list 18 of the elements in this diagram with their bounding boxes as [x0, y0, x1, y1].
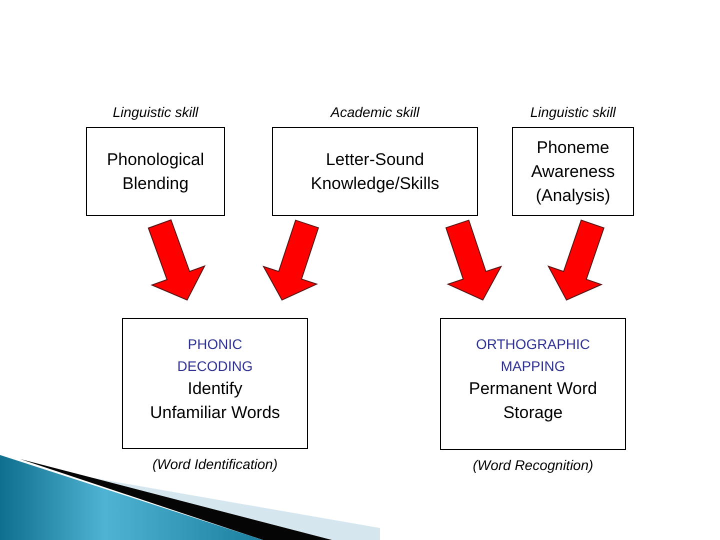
skill-heading: Linguistic skill [112, 103, 198, 121]
node-caption: (Word Identification) [152, 455, 278, 474]
node-tag: ORTHOGRAPHIC MAPPING [470, 333, 596, 377]
skill-heading: Academic skill [330, 103, 420, 121]
process-box [122, 318, 308, 449]
node-text: Identify Unfamiliar Words [148, 378, 282, 424]
skill-heading: Linguistic skill [530, 103, 616, 121]
block-arrow [445, 220, 502, 301]
node-tag: PHONIC DECODING [152, 332, 278, 376]
process-box [440, 318, 626, 450]
node-caption: (Word Recognition) [472, 456, 594, 475]
block-arrow [148, 219, 206, 301]
block-arrow [262, 220, 320, 301]
node-text: Permanent Word Storage [468, 378, 598, 424]
block-arrow [547, 219, 605, 301]
node-text: Phonological Blending [106, 148, 206, 194]
node-text: Phoneme Awareness (Analysis) [530, 136, 616, 206]
node-text: Letter-Sound Knowledge/Skills [310, 148, 440, 194]
